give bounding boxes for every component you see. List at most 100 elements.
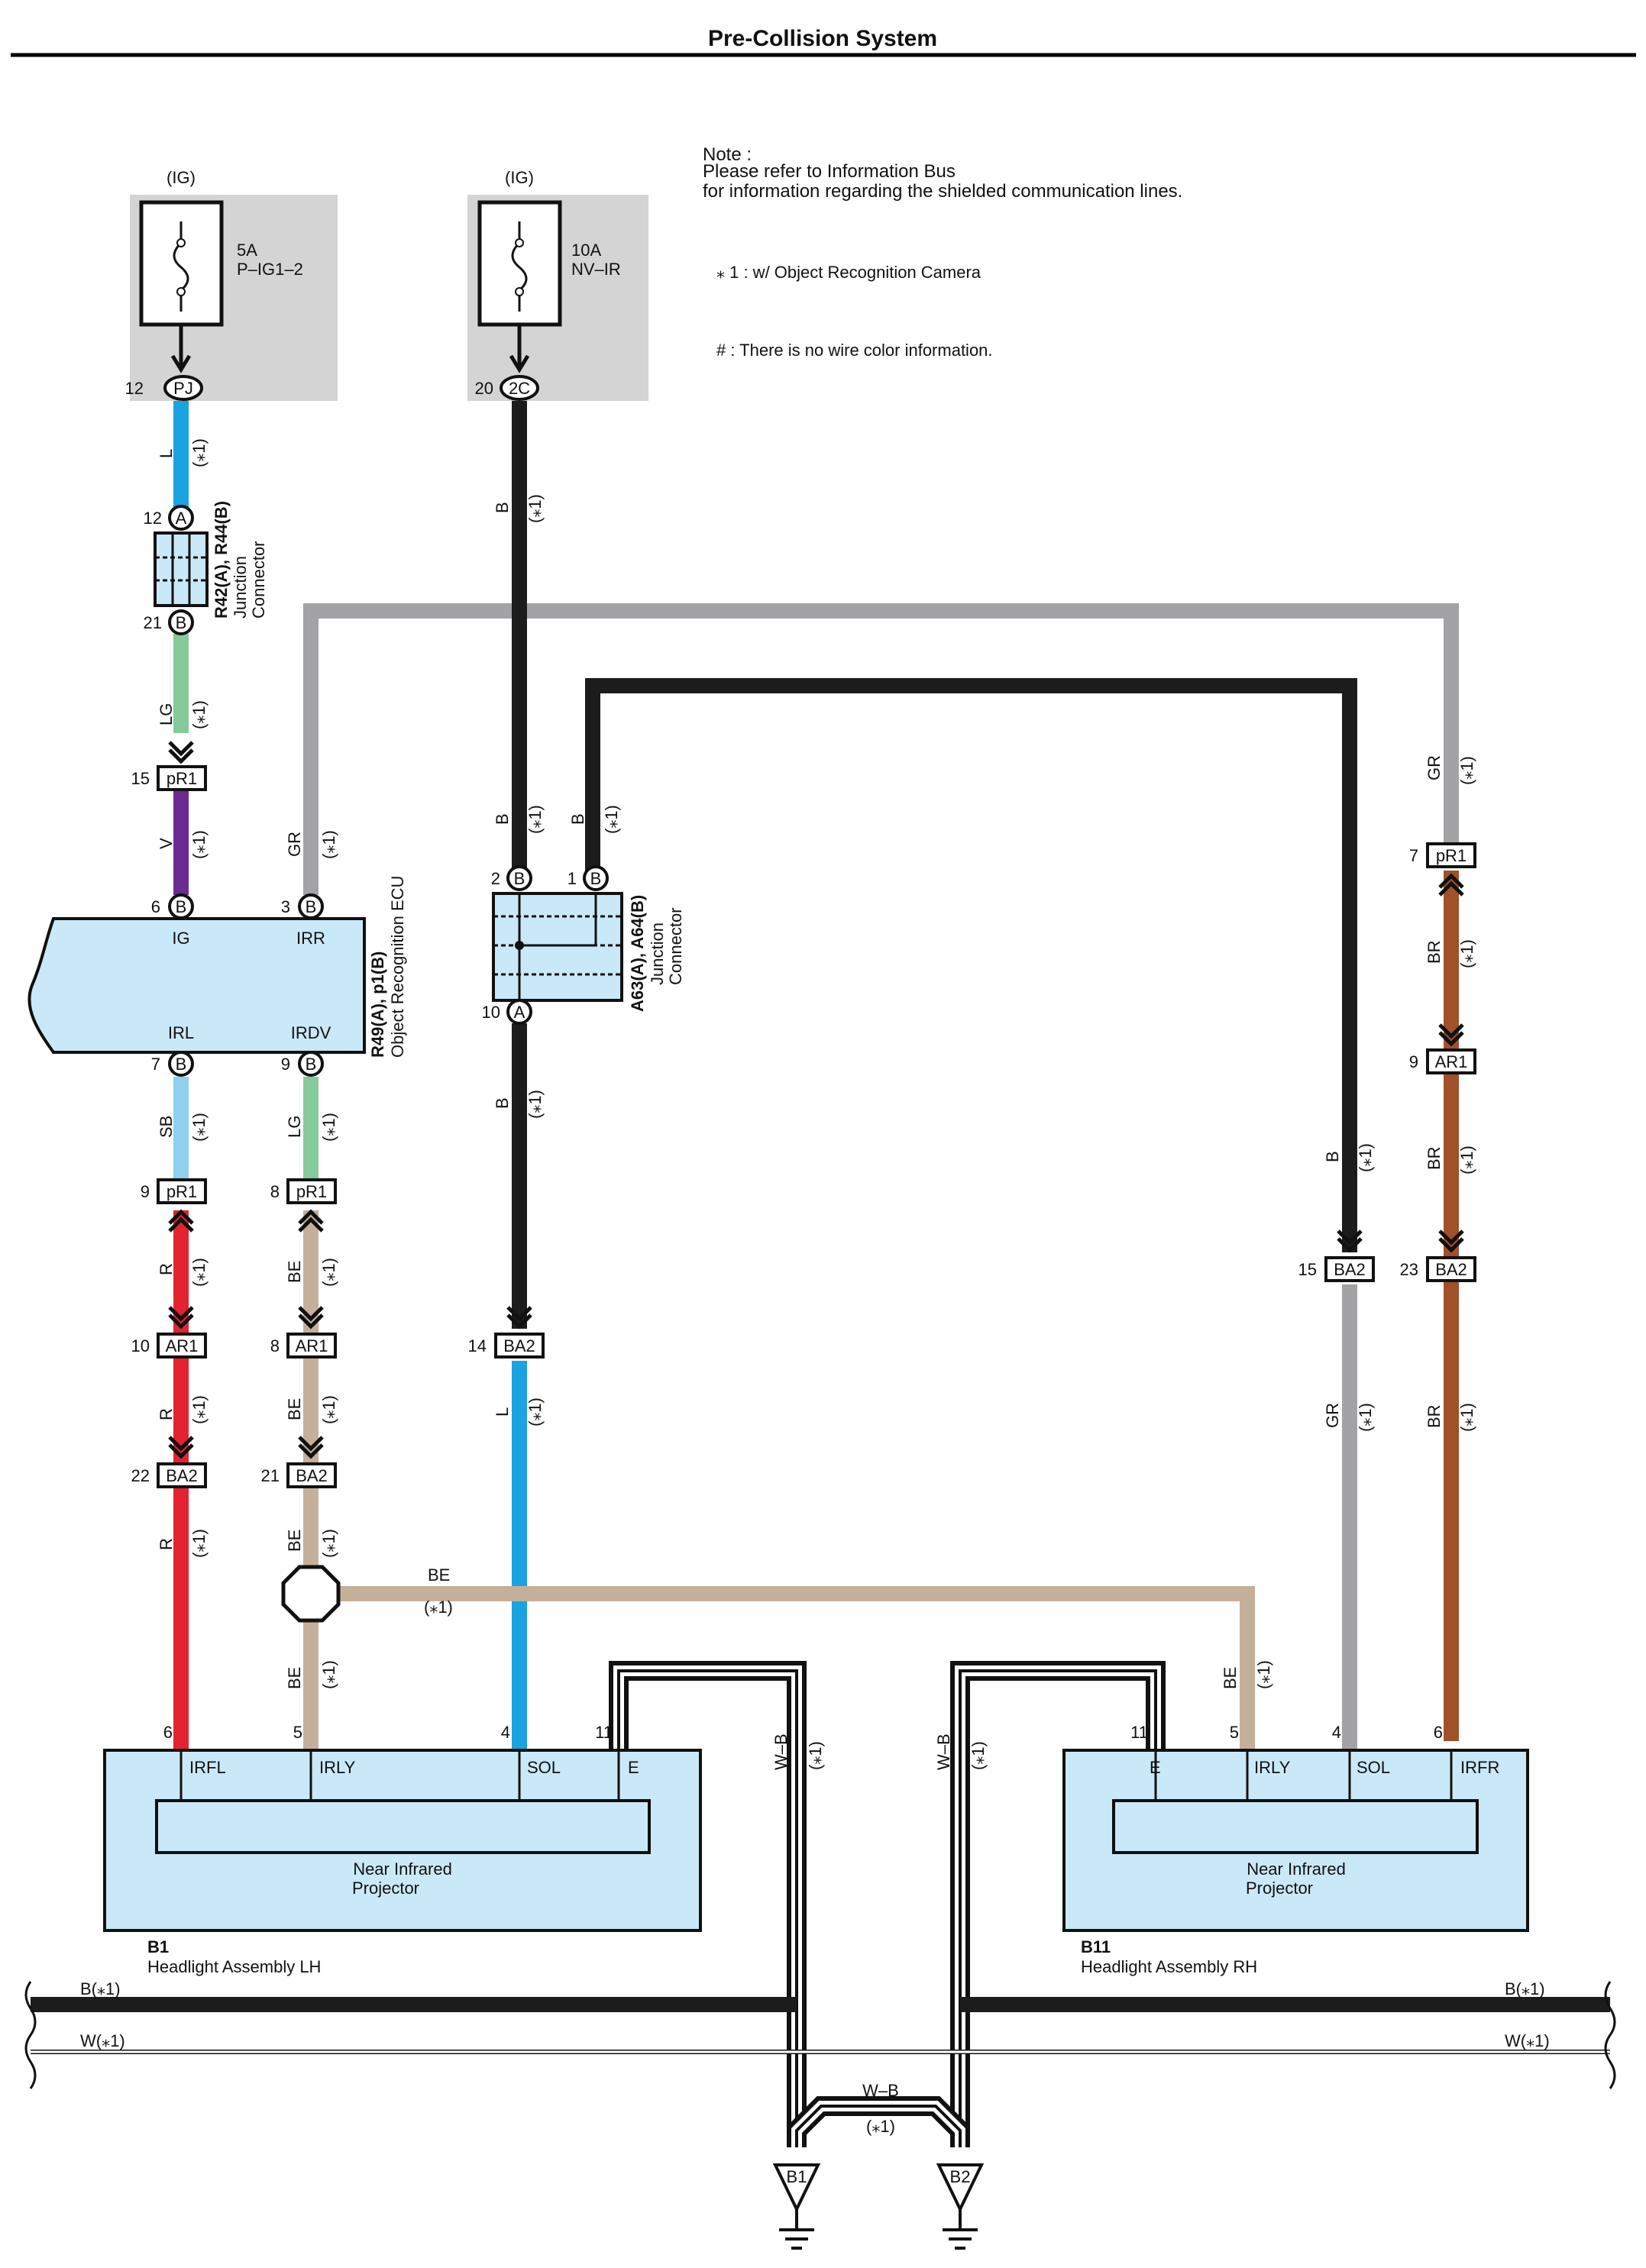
svg-text:BA2: BA2	[1435, 1260, 1467, 1279]
svg-text:(⁎1): (⁎1)	[602, 805, 621, 834]
lh-term-irfl: IRFL	[189, 1758, 226, 1777]
svg-text:(⁎1): (⁎1)	[1457, 939, 1476, 968]
lh-inner2: Projector	[352, 1879, 419, 1898]
svg-text:GR: GR	[1323, 1403, 1342, 1428]
svg-text:(⁎1): (⁎1)	[866, 2117, 895, 2136]
fuse2-name: NV–IR	[571, 260, 621, 279]
fuse1-name: P–IG1–2	[237, 260, 303, 279]
svg-text:BR: BR	[1424, 940, 1444, 964]
svg-text:(⁎1): (⁎1)	[319, 1113, 338, 1142]
svg-text:B: B	[306, 1055, 317, 1074]
svg-text:(⁎1): (⁎1)	[1457, 1403, 1476, 1432]
svg-text:L: L	[493, 1407, 512, 1417]
svg-text:R: R	[157, 1538, 176, 1550]
fuse1-rating: 5A	[237, 241, 257, 260]
connector-BA2-23: BA2 23	[1400, 1256, 1476, 1282]
ecu-term-ig: IG	[172, 929, 189, 948]
svg-text:9: 9	[1409, 1052, 1418, 1071]
svg-text:B: B	[493, 813, 512, 825]
note-line2: for information regarding the shielded c…	[703, 181, 1182, 202]
ecu-pin-irr: 3	[281, 897, 290, 916]
lh-name: Headlight Assembly LH	[147, 1957, 321, 1976]
fuse2-pin: 20	[475, 379, 493, 398]
svg-text:(⁎1): (⁎1)	[525, 1397, 545, 1426]
svg-text:9: 9	[141, 1182, 150, 1201]
j1-name: R42(A), R44(B)	[212, 501, 231, 619]
svg-text:B: B	[306, 897, 317, 916]
ecu-term-irdv: IRDV	[291, 1023, 331, 1042]
headlight-assembly-lh: IRFL IRLY SOL E 6 5 4 11 Near Infrared P…	[103, 1723, 702, 1976]
footnote-star1: ⁎ 1 : w/ Object Recognition Camera	[716, 263, 981, 282]
svg-text:BR: BR	[1424, 1404, 1444, 1428]
svg-text:SB: SB	[157, 1116, 176, 1138]
fuse1-pin: 12	[125, 379, 144, 398]
svg-text:GR: GR	[285, 832, 304, 857]
wire-labels: L (⁎1) LG (⁎1) V (⁎1) GR (⁎1) B (⁎1) B (…	[157, 438, 1476, 2136]
svg-text:21: 21	[261, 1466, 280, 1485]
j1-pin-top: 12	[144, 509, 162, 528]
svg-text:BE: BE	[1221, 1667, 1240, 1689]
connector-AR1-8: AR1 8	[270, 1333, 337, 1359]
svg-text:BE: BE	[428, 1565, 450, 1585]
object-recognition-ecu: B 6 B 3 B 7 B 9 IG IRR IRL IRDV R49(A), …	[27, 876, 407, 1077]
lh-term-sol: SOL	[527, 1758, 561, 1777]
wire-B-loop	[585, 678, 1357, 1252]
svg-text:(⁎1): (⁎1)	[525, 494, 545, 523]
svg-text:pR1: pR1	[296, 1182, 327, 1201]
note-line1: Please refer to Information Bus	[703, 161, 956, 182]
svg-text:(⁎1): (⁎1)	[319, 1258, 338, 1287]
rh-term-irly: IRLY	[1254, 1758, 1291, 1777]
ecu-term-irl: IRL	[168, 1023, 194, 1042]
connector-BA2-21: BA2 21	[261, 1462, 337, 1488]
j1-conn-top: A	[176, 509, 187, 528]
svg-text:23: 23	[1400, 1260, 1418, 1279]
connector-pR1-7: pR1 7	[1409, 842, 1476, 868]
junction-connector-a63-a64: B 2 B 1 A 10 A63(A), A64(B) Junction Con…	[482, 865, 685, 1025]
svg-text:W–B: W–B	[771, 1733, 791, 1770]
rh-inner2: Projector	[1246, 1879, 1313, 1898]
svg-text:6: 6	[1434, 1723, 1443, 1742]
svg-text:8: 8	[270, 1336, 280, 1355]
fuse1-supply: (IG)	[167, 168, 196, 187]
svg-text:(⁎1): (⁎1)	[189, 1258, 209, 1287]
j2-conn-right: B	[590, 869, 602, 888]
svg-text:15: 15	[1298, 1260, 1317, 1279]
bus-w-label-left: W(⁎1)	[80, 2031, 125, 2050]
connector-AR1-10: AR1 10	[131, 1333, 207, 1359]
svg-text:(⁎1): (⁎1)	[189, 1529, 209, 1558]
svg-text:BE: BE	[285, 1398, 304, 1420]
svg-text:5: 5	[293, 1723, 302, 1742]
svg-text:15: 15	[131, 769, 150, 788]
j1-desc1: Junction	[231, 556, 250, 619]
lh-term-irly: IRLY	[319, 1758, 356, 1777]
ecu-pin-irl: 7	[151, 1055, 160, 1074]
ecu-term-irr: IRR	[296, 929, 325, 948]
connector-pR1-9: pR1 9	[141, 1178, 207, 1204]
connector-pR1-8: pR1 8	[270, 1178, 337, 1204]
connector-BA2-22: BA2 22	[131, 1462, 207, 1488]
shielded-lines	[609, 1661, 1166, 2147]
svg-text:BA2: BA2	[503, 1336, 535, 1355]
svg-text:B: B	[1323, 1151, 1342, 1162]
svg-text:14: 14	[468, 1336, 487, 1355]
svg-text:B: B	[176, 897, 187, 916]
j2-pin-right: 1	[568, 869, 577, 888]
svg-text:W–B: W–B	[934, 1733, 953, 1770]
svg-text:B: B	[176, 1055, 187, 1074]
svg-text:BE: BE	[285, 1667, 304, 1689]
svg-text:LG: LG	[285, 1116, 304, 1138]
svg-text:10: 10	[131, 1336, 150, 1355]
svg-text:(⁎1): (⁎1)	[1356, 1403, 1375, 1432]
ecu-pin-ig: 6	[151, 897, 160, 916]
j2-pin-bottom: 10	[482, 1003, 500, 1022]
wire-BE-right	[311, 1586, 1255, 1750]
bus-b-label-left: B(⁎1)	[80, 1979, 121, 1998]
svg-text:4: 4	[501, 1723, 510, 1742]
svg-text:pR1: pR1	[167, 1182, 197, 1201]
j2-name: A63(A), A64(B)	[628, 895, 647, 1012]
svg-text:B: B	[493, 502, 512, 513]
fuse2-supply: (IG)	[505, 168, 534, 187]
connector-AR1-9: AR1 9	[1409, 1048, 1476, 1074]
svg-text:pR1: pR1	[1436, 846, 1467, 865]
